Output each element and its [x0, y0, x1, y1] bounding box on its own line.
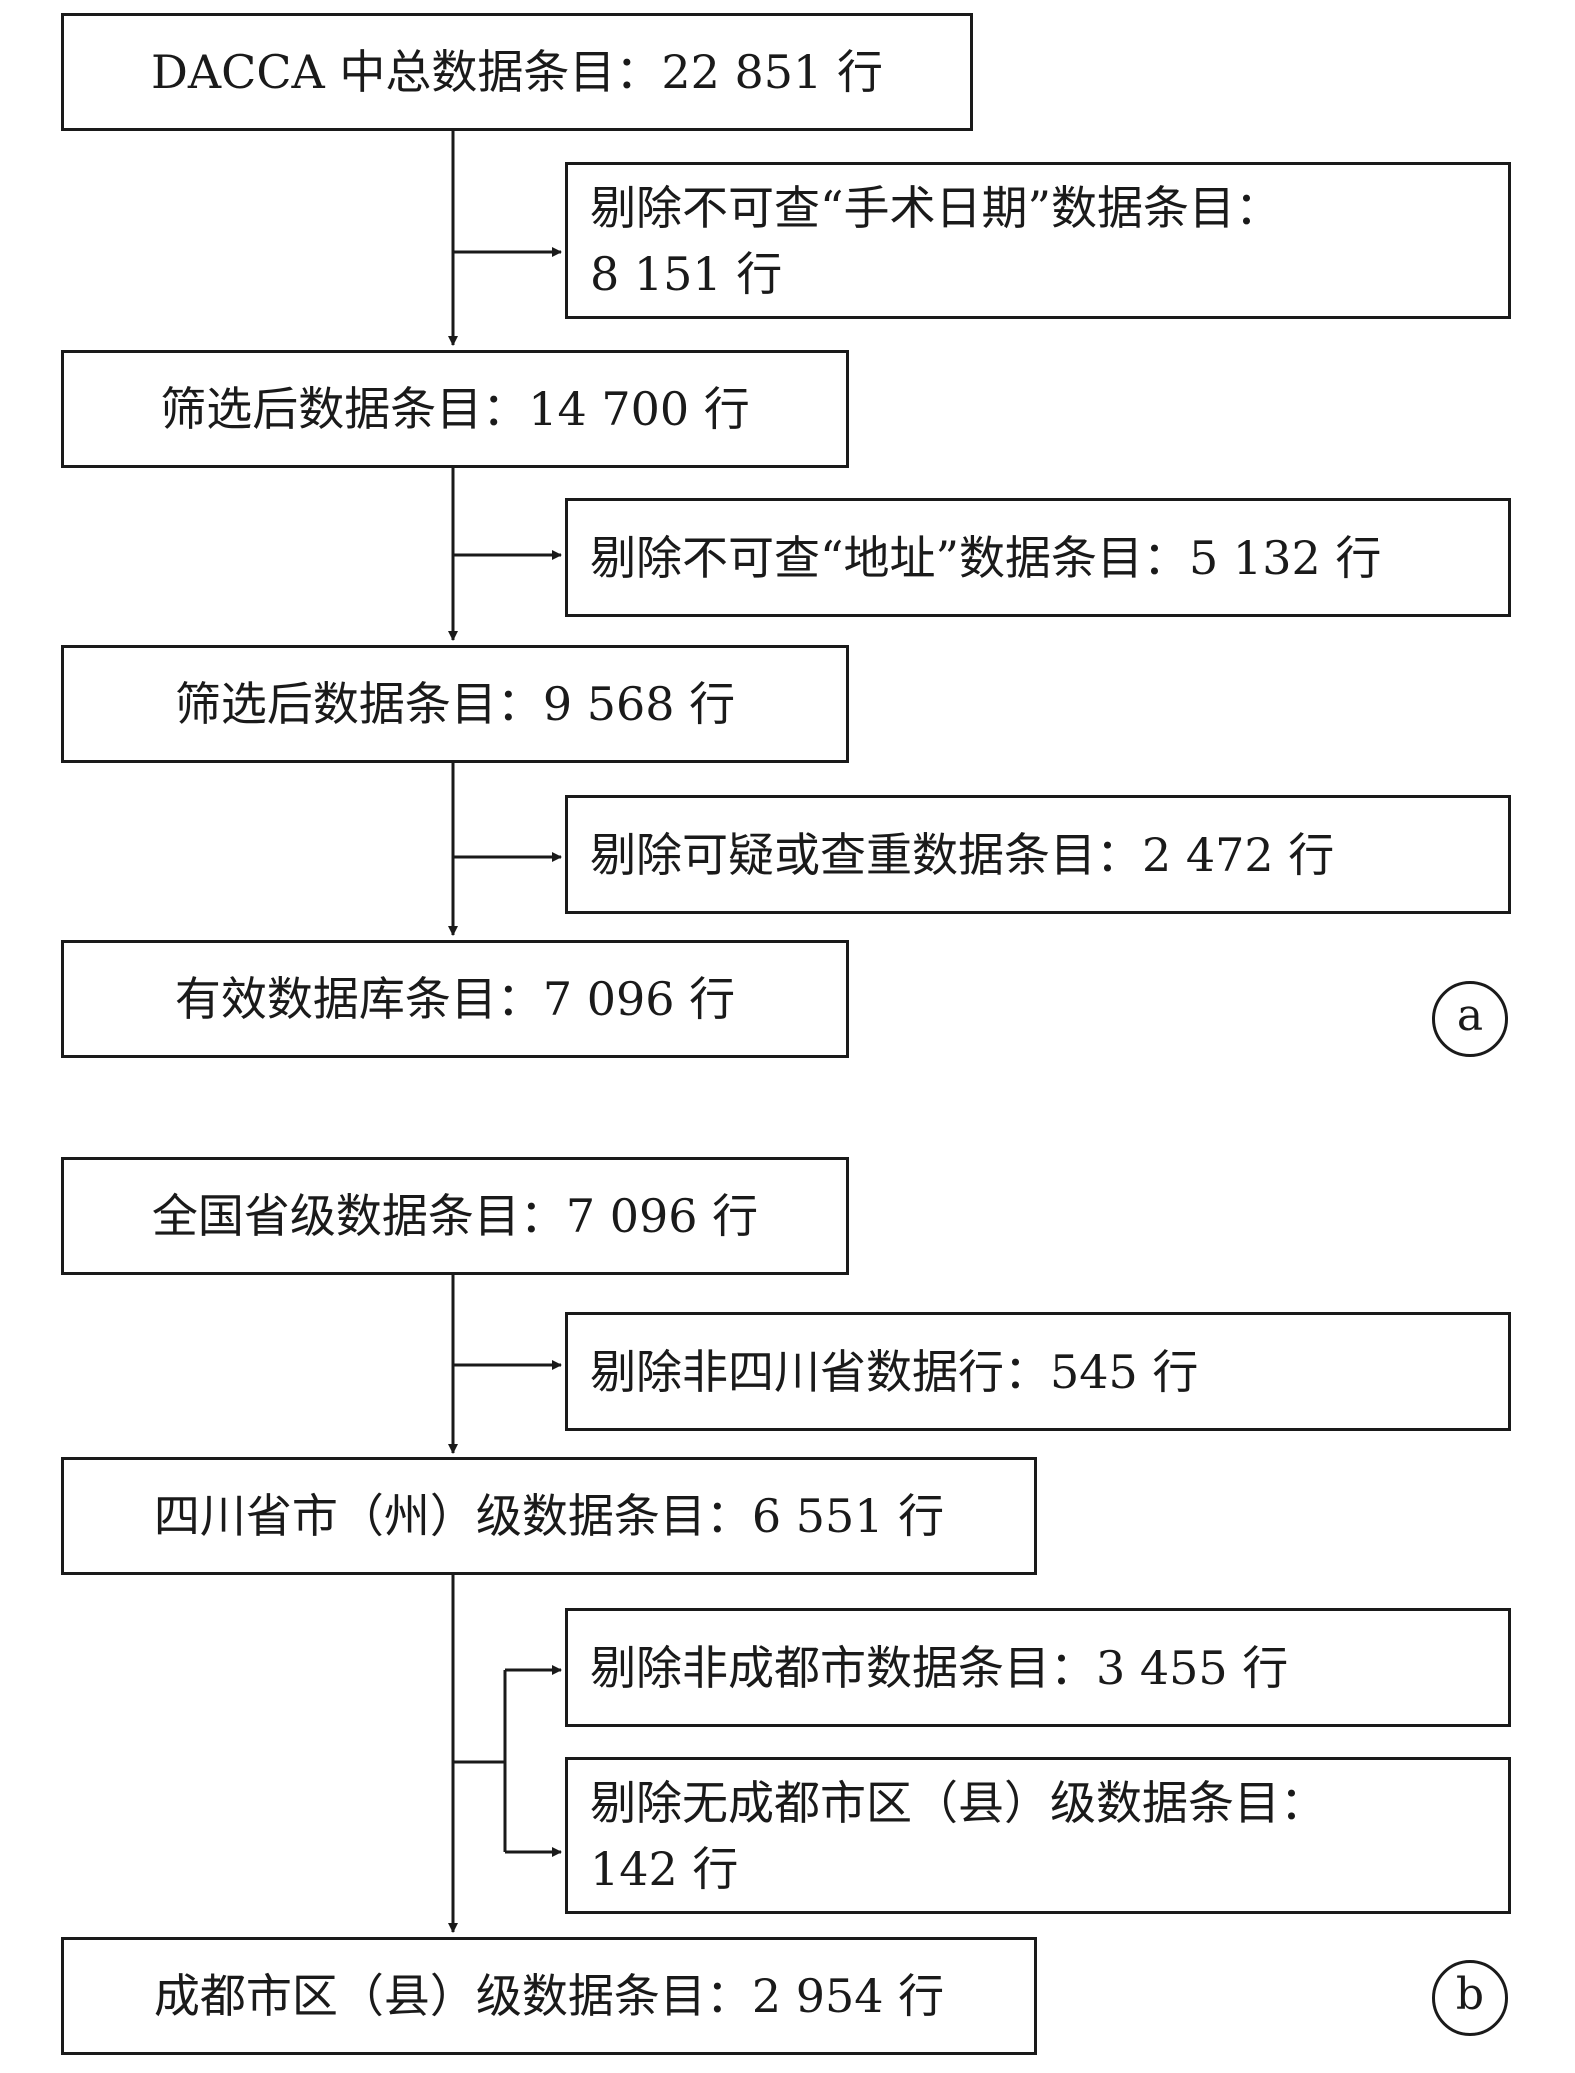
diagram-a-main-box-1: DACCA 中总数据条目：22 851 行: [61, 13, 973, 131]
diagram-b-exclusion-3-line1: 剔除无成都市区（县）级数据条目：: [590, 1775, 1326, 1830]
diagram-a-main-box-3: 筛选后数据条目：9 568 行: [61, 645, 849, 763]
diagram-b-main-box-3: 成都市区（县）级数据条目：2 954 行: [61, 1937, 1037, 2055]
diagram-a-main-box-2: 筛选后数据条目：14 700 行: [61, 350, 849, 468]
diagram-b-exclusion-3-line2: 142 行: [590, 1841, 739, 1896]
diagram-b-exclusion-2-line1: 剔除非成都市数据条目：3 455 行: [590, 1640, 1289, 1695]
diagram-b-main-box-1: 全国省级数据条目：7 096 行: [61, 1157, 849, 1275]
diagram-a-exclusion-box-2: 剔除不可查“地址”数据条目：5 132 行: [565, 498, 1511, 617]
diagram-a-exclusion-2-line1: 剔除不可查“地址”数据条目：5 132 行: [590, 530, 1382, 585]
diagram-a-badge: a: [1432, 981, 1508, 1057]
diagram-b-main-box-2: 四川省市（州）级数据条目：6 551 行: [61, 1457, 1037, 1575]
diagram-a-exclusion-1-line2: 8 151 行: [590, 246, 783, 301]
diagram-a-exclusion-3-line1: 剔除可疑或查重数据条目：2 472 行: [590, 827, 1335, 882]
diagram-a-exclusion-1-line1: 剔除不可查“手术日期”数据条目：: [590, 180, 1282, 235]
diagram-b-badge: b: [1432, 1960, 1508, 2036]
diagram-a-exclusion-box-3: 剔除可疑或查重数据条目：2 472 行: [565, 795, 1511, 914]
diagram-b-exclusion-1-line1: 剔除非四川省数据行：545 行: [590, 1344, 1199, 1399]
diagram-a-main-box-4: 有效数据库条目：7 096 行: [61, 940, 849, 1058]
diagram-a-exclusion-box-1: 剔除不可查“手术日期”数据条目： 8 151 行: [565, 162, 1511, 319]
diagram-b-exclusion-box-1: 剔除非四川省数据行：545 行: [565, 1312, 1511, 1431]
diagram-b-exclusion-box-2: 剔除非成都市数据条目：3 455 行: [565, 1608, 1511, 1727]
diagram-b-exclusion-box-3: 剔除无成都市区（县）级数据条目： 142 行: [565, 1757, 1511, 1914]
